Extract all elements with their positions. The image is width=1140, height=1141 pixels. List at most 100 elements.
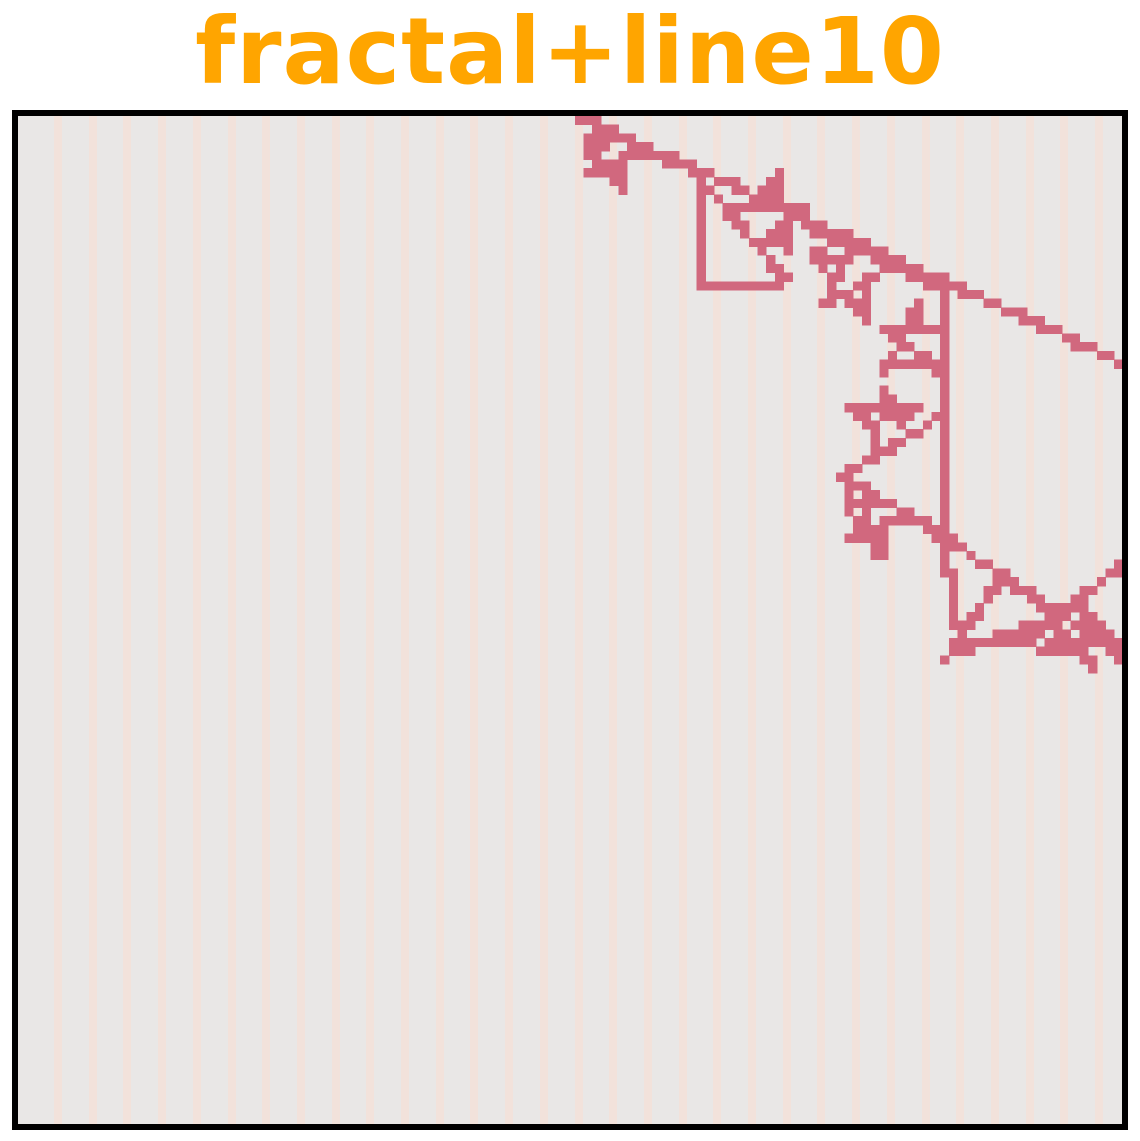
- stripe: [991, 116, 999, 1124]
- fractal-pixel: [1088, 638, 1098, 648]
- fractal-pixel: [818, 229, 828, 239]
- fractal-pixel: [896, 342, 906, 352]
- fractal-pixel: [1079, 342, 1089, 352]
- fractal-pixel: [801, 211, 811, 221]
- fractal-pixel: [948, 594, 959, 604]
- fractal-pixel: [705, 281, 715, 291]
- fractal-pixel: [940, 559, 950, 569]
- fractal-pixel: [714, 194, 724, 204]
- fractal-pixel: [888, 498, 898, 508]
- fractal-pixel: [1088, 620, 1098, 630]
- fractal-pixel: [940, 350, 950, 361]
- fractal-pixel: [1105, 638, 1115, 648]
- fractal-pixel: [774, 237, 785, 247]
- fractal-pixel: [940, 272, 950, 282]
- fractal-pixel: [914, 316, 924, 326]
- fractal-pixel: [931, 281, 941, 291]
- fractal-pixel: [870, 490, 880, 500]
- fractal-pixel: [783, 237, 793, 247]
- fractal-pixel: [766, 203, 776, 213]
- fractal-pixel: [914, 516, 924, 526]
- fractal-pixel: [905, 359, 915, 369]
- fractal-pixel: [696, 220, 706, 230]
- fractal-pixel: [957, 542, 967, 552]
- fractal-pixel: [592, 116, 602, 126]
- fractal-pixel: [696, 176, 706, 187]
- fractal-pixel: [870, 455, 880, 465]
- fractal-pixel: [1044, 324, 1054, 334]
- fractal-pixel: [818, 263, 828, 274]
- fractal-pixel: [835, 237, 845, 247]
- fractal-pixel: [827, 237, 837, 247]
- fractal-pixel: [731, 220, 741, 230]
- fractal-pixel: [1009, 638, 1019, 648]
- fractal-pixel: [888, 437, 898, 448]
- fractal-pixel: [879, 324, 889, 334]
- fractal-pixel: [948, 646, 959, 656]
- fractal-pixel: [861, 307, 872, 317]
- fractal-pixel: [922, 324, 932, 334]
- fractal-pixel: [757, 281, 767, 291]
- fractal-pixel: [687, 159, 698, 169]
- fractal-pixel: [1018, 585, 1028, 595]
- fractal-pixel: [1035, 603, 1046, 613]
- fractal-pixel: [740, 281, 750, 291]
- fractal-pixel: [853, 411, 863, 421]
- fractal-pixel: [940, 481, 950, 491]
- fractal-pixel: [1079, 594, 1089, 604]
- fractal-pixel: [861, 237, 872, 247]
- fractal-pixel: [983, 559, 993, 569]
- fractal-pixel: [583, 150, 593, 160]
- fractal-pixel: [1105, 646, 1115, 656]
- fractal-pixel: [1027, 620, 1037, 630]
- fractal-pixel: [914, 324, 924, 334]
- fractal-pixel: [827, 281, 837, 291]
- fractal-pixel: [609, 159, 619, 169]
- fractal-pixel: [940, 316, 950, 326]
- fractal-pixel: [861, 455, 872, 465]
- fractal-pixel: [879, 533, 889, 543]
- fractal-pixel: [1001, 307, 1011, 317]
- fractal-pixel: [992, 568, 1002, 578]
- fractal-pixel: [888, 411, 898, 421]
- fractal-pixel: [818, 298, 828, 308]
- fractal-pixel: [835, 272, 845, 282]
- fractal-pixel: [766, 176, 776, 187]
- fractal-pixel: [1070, 638, 1080, 648]
- fractal-pixel: [992, 629, 1002, 639]
- fractal-pixel: [783, 246, 793, 256]
- fractal-pixel: [922, 524, 932, 535]
- fractal-pixel: [1105, 629, 1115, 639]
- fractal-pixel: [853, 237, 863, 247]
- fractal-pixel: [1096, 629, 1106, 639]
- fractal-pixel: [757, 203, 767, 213]
- fractal-pixel: [1079, 603, 1089, 613]
- fractal-pixel: [600, 168, 611, 178]
- fractal-pixel: [940, 464, 950, 474]
- fractal-pixel: [792, 211, 802, 221]
- fractal-pixel: [844, 498, 854, 508]
- fractal-pixel: [922, 281, 932, 291]
- fractal-pixel: [592, 142, 602, 152]
- fractal-pixel: [957, 281, 967, 291]
- fractal-pixel: [583, 133, 593, 143]
- fractal-pixel: [940, 498, 950, 508]
- fractal-pixel: [835, 229, 845, 239]
- fractal-pixel: [592, 159, 602, 169]
- fractal-pixel: [922, 272, 932, 282]
- fractal-pixel: [1096, 620, 1106, 630]
- fractal-pixel: [1079, 655, 1089, 665]
- fractal-pixel: [922, 516, 932, 526]
- fractal-pixel: [861, 533, 872, 543]
- fractal-pixel: [731, 176, 741, 187]
- fractal-pixel: [1018, 307, 1028, 317]
- fractal-pixel: [818, 220, 828, 230]
- fractal-pixel: [879, 394, 889, 404]
- fractal-pixel: [940, 507, 950, 517]
- stripe: [644, 116, 652, 1124]
- fractal-pixel: [905, 307, 915, 317]
- fractal-pixel: [1062, 646, 1072, 656]
- fractal-pixel: [870, 255, 880, 265]
- fractal-pixel: [888, 350, 898, 361]
- fractal-pixel: [844, 229, 854, 239]
